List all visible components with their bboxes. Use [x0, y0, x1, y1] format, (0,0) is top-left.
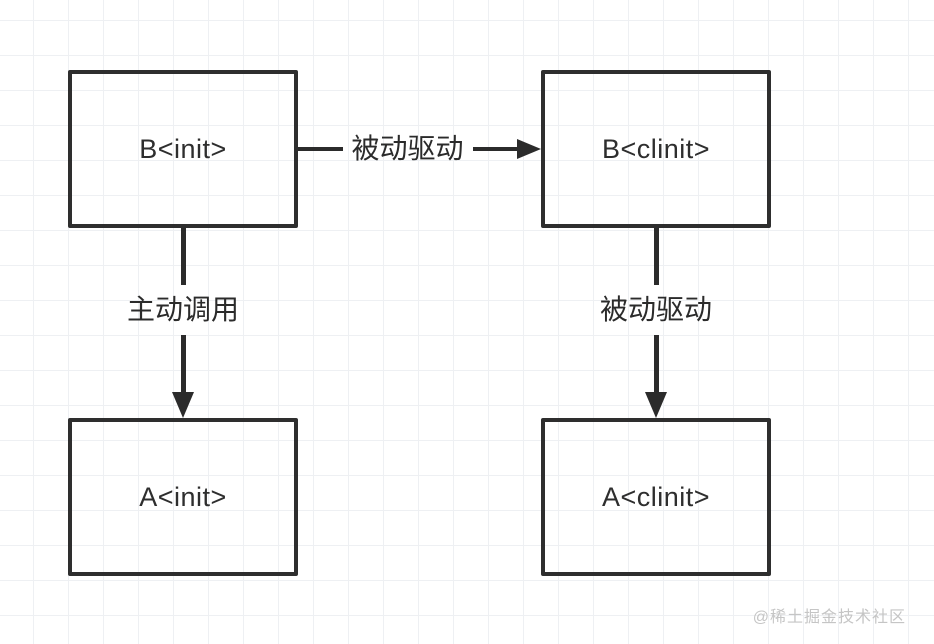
edge-b-init-to-a-init-label: 主动调用 [127, 294, 240, 326]
node-a-clinit: A<clinit> [541, 418, 771, 576]
edge-line-segment [472, 147, 518, 151]
node-a-init-label: A<init> [139, 481, 227, 512]
edge-line-segment [180, 334, 186, 392]
watermark: @稀土掘金技术社区 [752, 609, 906, 626]
edge-line-segment [298, 147, 343, 151]
edge-b-clinit-to-a-clinit-label: 被动驱动 [600, 294, 713, 326]
node-a-init: A<init> [68, 418, 298, 576]
node-b-clinit-label: B<clinit> [601, 133, 711, 164]
node-b-init-label: B<init> [139, 133, 227, 164]
node-b-clinit: B<clinit> [541, 70, 771, 228]
edge-b-init-to-b-clinit-label: 被动驱动 [351, 133, 464, 165]
arrowhead-down-icon [645, 392, 667, 418]
edge-line-segment [653, 334, 659, 392]
arrowhead-down-icon [172, 392, 194, 418]
edge-line-segment [180, 228, 186, 286]
arrowhead-right-icon [517, 139, 542, 159]
node-b-init: B<init> [68, 70, 298, 228]
edge-line-segment [653, 228, 659, 286]
node-a-clinit-label: A<clinit> [601, 481, 711, 512]
